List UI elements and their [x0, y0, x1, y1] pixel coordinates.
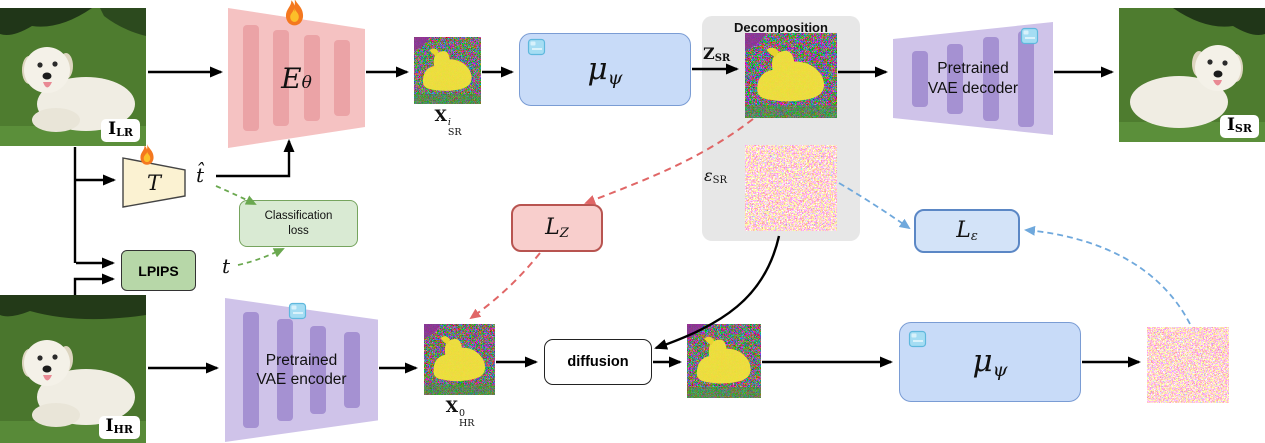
- noisy-latent-illustration: [424, 324, 495, 395]
- noise-map-illustration: [745, 145, 837, 231]
- mu-network-bottom: μψ: [899, 322, 1081, 402]
- fire-icon: [281, 0, 308, 32]
- frozen-icon: [288, 301, 308, 326]
- noise-epsilon-sr: [745, 145, 837, 231]
- frozen-icon: [1020, 26, 1040, 51]
- frozen-icon: [527, 37, 547, 62]
- dog-photo-illustration: [1119, 8, 1265, 142]
- mu-network-top: μψ: [519, 33, 691, 106]
- layer-bar: [242, 25, 259, 131]
- noisy-latent-illustration: [687, 324, 761, 398]
- label-i-sr: ISR: [1219, 114, 1259, 138]
- dashed-t-to-classification: [237, 248, 285, 266]
- noisy-latent-illustration: [414, 37, 481, 104]
- dashed-noise-to-losseps: [1024, 225, 1191, 325]
- arrow-ihr-to-lpips: [73, 273, 115, 295]
- encoder-bars: [225, 298, 378, 442]
- layer-bar: [947, 43, 964, 114]
- label-z-sr: ZSR: [703, 44, 731, 64]
- lpips-box: LPIPS: [121, 250, 196, 291]
- layer-bar: [273, 30, 290, 126]
- dashed-lossz-to-xhr: [469, 252, 541, 320]
- decomposition-title: Decomposition: [734, 20, 828, 35]
- latent-z-sr: [745, 33, 837, 118]
- layer-bar: [1017, 30, 1034, 127]
- label-epsilon-sr: εSR: [704, 166, 727, 186]
- noise-epsilon-predicted: [1147, 327, 1229, 403]
- label-i-lr: ILR: [101, 118, 140, 142]
- latent-diffused: [687, 324, 761, 398]
- decoder-bars: [893, 22, 1053, 135]
- input-lr-photo: ILR: [0, 8, 146, 146]
- layer-bar: [303, 35, 320, 121]
- noise-map-illustration: [1147, 327, 1229, 403]
- input-hr-photo: IHR: [0, 295, 146, 443]
- label-i-hr: IHR: [98, 415, 140, 439]
- frozen-icon: [908, 329, 928, 354]
- t-trapezoid: [122, 157, 186, 208]
- time-aware-encoder: Eθ: [228, 8, 365, 148]
- loss-epsilon-box: Lε: [914, 209, 1020, 253]
- layer-bar: [242, 312, 259, 428]
- loss-z-box: LZ: [511, 204, 603, 252]
- layer-bar: [344, 332, 361, 408]
- layer-bar: [912, 50, 929, 107]
- output-sr-photo: ISR: [1119, 8, 1265, 142]
- latent-x-hr: [424, 324, 495, 395]
- latent-x-sr: [414, 37, 481, 104]
- diffusion-box: diffusion: [544, 339, 652, 385]
- layer-bar: [334, 40, 351, 116]
- arrow-that-to-encoder: [216, 139, 295, 178]
- label-t: t: [222, 254, 231, 278]
- noisy-latent-illustration: [745, 33, 837, 118]
- layer-bar: [982, 36, 999, 121]
- fire-icon: [137, 143, 157, 171]
- encoder-label: Eθ: [281, 61, 312, 95]
- timestep-predictor: T: [122, 157, 186, 208]
- layer-bar: [276, 319, 293, 421]
- encoder-bars: [228, 8, 365, 148]
- layer-bar: [310, 326, 327, 414]
- t-module-label: T: [146, 170, 161, 195]
- label-t-hat: t̂: [196, 163, 205, 187]
